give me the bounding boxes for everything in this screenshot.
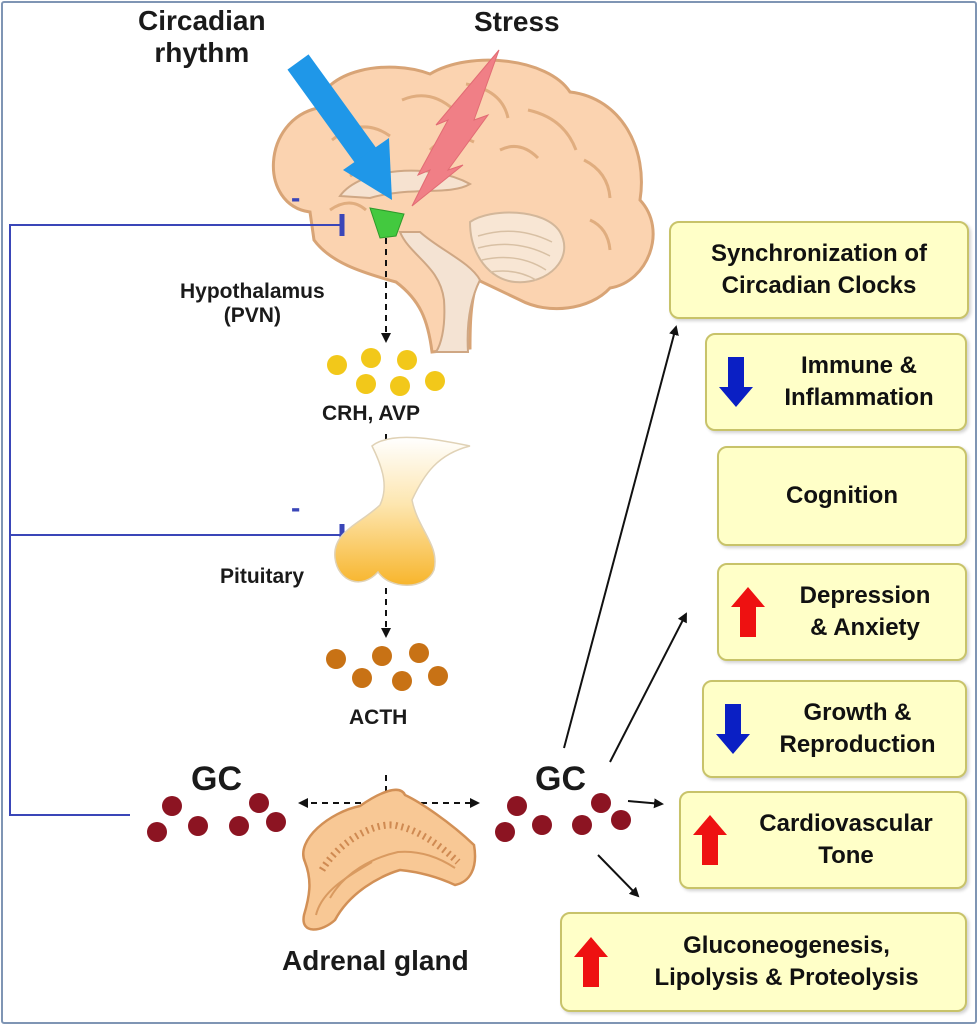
gc-dots-left [147, 793, 286, 842]
hypothalamus-label: Hypothalamus (PVN) [180, 280, 325, 328]
effect-box-immune: Immune &Inflammation [705, 333, 967, 431]
stress-bolt-icon [411, 49, 500, 207]
acth-dots [326, 643, 448, 691]
circadian-rhythm-label: Circadian rhythm [138, 5, 266, 69]
feedback-minus-pituitary: - [291, 492, 301, 523]
feedback-minus-top: - [291, 182, 301, 213]
effect-box-metabolism: Gluconeogenesis,Lipolysis & Proteolysis [560, 912, 967, 1012]
down-arrow-icon [716, 704, 750, 754]
gc-dots-right [495, 793, 631, 842]
adrenal-gland-illustration [302, 788, 477, 931]
circadian-arrow-icon [287, 54, 392, 200]
down-arrow-icon [719, 357, 753, 407]
pituitary-illustration [334, 436, 471, 586]
crh-avp-label: CRH, AVP [322, 402, 421, 425]
effect-arrows [563, 325, 687, 898]
pituitary-label: Pituitary [220, 565, 305, 588]
effect-box-depression: Depression& Anxiety [717, 563, 967, 661]
up-arrow-icon [574, 937, 608, 987]
effect-box-cognition: Cognition [717, 446, 967, 546]
up-arrow-icon [693, 815, 727, 865]
crh-avp-dots [327, 348, 445, 396]
adrenal-gland-label: Adrenal gland [282, 945, 469, 976]
stress-label: Stress [474, 6, 560, 37]
gc-label-right: GC [535, 760, 586, 798]
up-arrow-icon [731, 587, 765, 637]
acth-label: ACTH [349, 706, 408, 729]
effect-box-growth: Growth &Reproduction [702, 680, 967, 778]
gc-label-left: GC [191, 760, 242, 798]
